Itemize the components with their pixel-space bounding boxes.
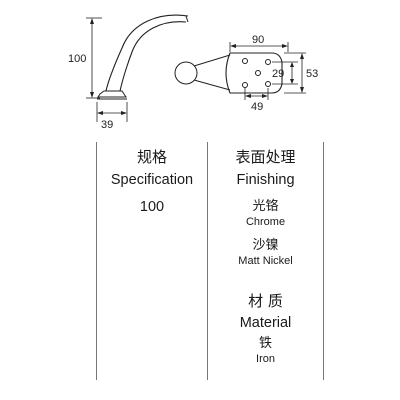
specification-heading-zh: 规格 [136,148,167,166]
specification-heading-en: Specification [110,172,194,188]
column-divider-left [96,142,97,380]
material-value-en: Iron [256,353,275,365]
specification-value: 100 [139,199,165,215]
base-width-dimension-label: 39 [101,119,113,130]
material-heading-zh: 材 质 [248,292,283,310]
material-value-zh: 铁 [258,336,272,351]
mounting-plate-view [174,42,306,100]
column-divider-middle [207,142,208,380]
specification-column: 规格 Specification 100 [97,148,207,216]
finishing-heading-zh: 表面处理 [235,148,296,166]
finish-option-en: Chrome [245,216,286,228]
finishing-heading-en: Finishing [236,172,295,188]
technical-drawing: 100 39 90 [68,14,318,130]
finish-option-zh: 光铬 [252,199,279,214]
plate-width-dimension-label: 90 [252,34,264,46]
finish-option-zh: 沙镍 [252,238,279,253]
hole-height-dimension-label: 29 [272,68,284,80]
finishing-column: 表面处理 Finishing 光铬 Chrome 沙镍 Matt Nickel … [208,148,323,366]
finish-option-en: Matt Nickel [238,255,293,267]
material-heading-en: Material [239,315,292,331]
plate-height-dimension-label: 53 [306,68,318,80]
column-divider-right [323,142,324,380]
side-view [86,14,189,122]
height-dimension-label: 100 [68,53,86,65]
hole-spacing-dimension-label: 49 [251,101,263,113]
